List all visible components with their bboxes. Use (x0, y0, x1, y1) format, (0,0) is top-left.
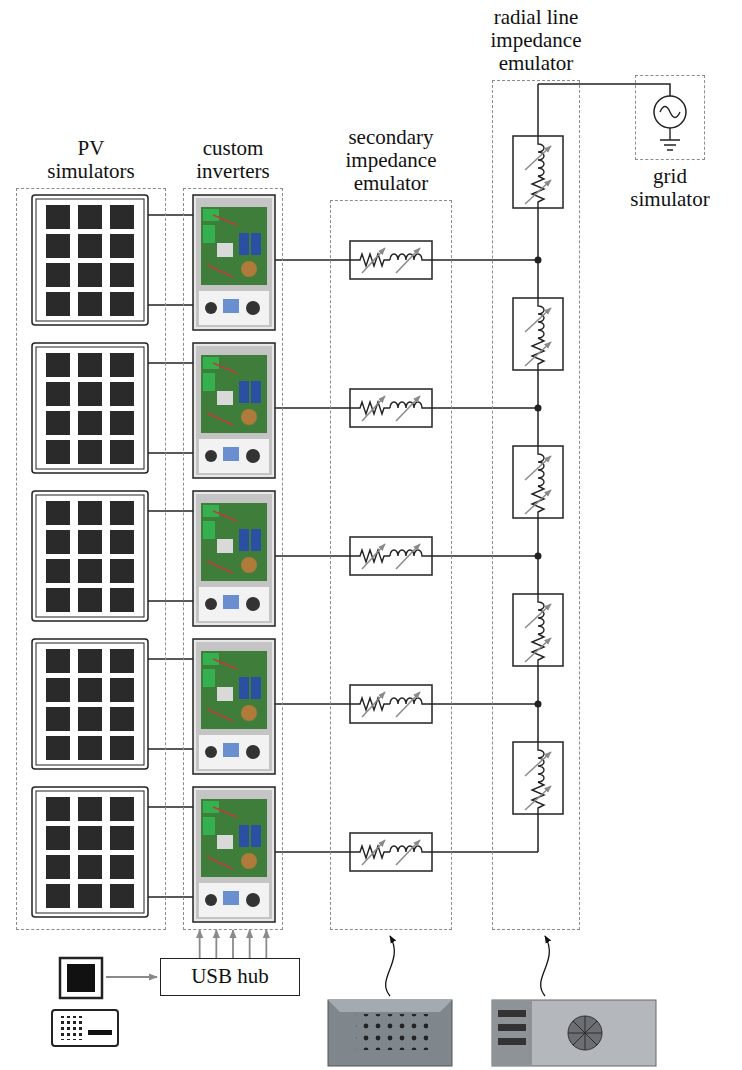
ac-source-symbol (654, 96, 686, 150)
group-heading: custom inverters (183, 137, 283, 183)
radial-group: radial line impedance emulator (492, 80, 580, 930)
control-arrow (265, 930, 267, 958)
dc-wire (148, 600, 193, 602)
control-arrow (232, 930, 234, 958)
dc-wire (148, 806, 193, 808)
grid-wire (538, 84, 670, 96)
source-circle (654, 96, 686, 128)
line-impedance (513, 742, 563, 814)
fan (568, 1016, 602, 1050)
keypad (58, 1016, 82, 1040)
junction-dot (535, 405, 542, 412)
photo-pointer (386, 936, 395, 996)
junction-dot (535, 553, 542, 560)
secondary-impedance (350, 685, 432, 723)
secondary-emulator-photo (328, 1000, 452, 1066)
box-label: USB hub (191, 965, 269, 988)
photo-side (492, 1000, 532, 1066)
usb-arrow (106, 976, 157, 978)
fan-grille (568, 1016, 602, 1050)
photo-pointer (541, 936, 550, 996)
connector-strip (498, 1024, 526, 1031)
secondary-impedance (350, 833, 432, 871)
wires (148, 84, 670, 897)
computer-base (52, 1010, 118, 1046)
radial-emulator-photo (492, 1000, 656, 1066)
inverter-photo (193, 195, 275, 330)
photo-lid (328, 1000, 452, 1012)
pv-panel (32, 787, 148, 917)
pv-panel (32, 343, 148, 473)
inverter-photo (193, 787, 275, 922)
dc-wire (148, 452, 193, 454)
dc-wire (148, 896, 193, 898)
inverter-group: custom inverters (183, 188, 283, 930)
junction-dot (535, 701, 542, 708)
control-arrow (249, 930, 251, 958)
control-arrow (215, 930, 217, 958)
grid-group: grid simulator (635, 75, 705, 160)
computer-icon (52, 958, 118, 1046)
secondary-impedance (350, 389, 432, 427)
dc-wire (148, 510, 193, 512)
secondary-impedance (350, 537, 432, 575)
monitor (60, 958, 102, 998)
line-impedance (513, 594, 563, 666)
secondary-impedance (350, 241, 432, 279)
group-heading: grid simulator (620, 165, 720, 211)
dc-wire (148, 304, 193, 306)
dc-wire (148, 658, 193, 660)
line-impedance (513, 298, 563, 370)
photo-box (328, 1000, 452, 1066)
pv-panel (32, 195, 148, 325)
drive-slot (88, 1030, 112, 1035)
line-impedance (513, 136, 563, 208)
inverter-photo (193, 343, 275, 478)
control-arrow (199, 930, 201, 958)
pv-panel (32, 639, 148, 769)
group-heading: radial line impedance emulator (481, 6, 591, 75)
pv-group: PV simulators (16, 188, 166, 930)
inverter-photo (193, 491, 275, 626)
connector-strip (498, 1010, 526, 1017)
line-impedance (513, 446, 563, 518)
group-heading: PV simulators (41, 137, 141, 183)
group-heading: secondary impedance emulator (331, 126, 451, 195)
junction-dot (535, 257, 542, 264)
knob-grid (356, 1014, 428, 1050)
connector-strip (498, 1038, 526, 1045)
inverter-photo (193, 639, 275, 774)
pv-panel (32, 491, 148, 621)
dc-wire (148, 362, 193, 364)
dc-wire (148, 748, 193, 750)
dc-wire (148, 214, 193, 216)
screen (67, 964, 95, 992)
secondary-group: secondary impedance emulator (330, 200, 452, 930)
usb-hub-box: USB hub (160, 958, 300, 996)
ground-symbol (660, 128, 680, 150)
photo-box (492, 1000, 656, 1066)
sine-wave (660, 107, 680, 118)
